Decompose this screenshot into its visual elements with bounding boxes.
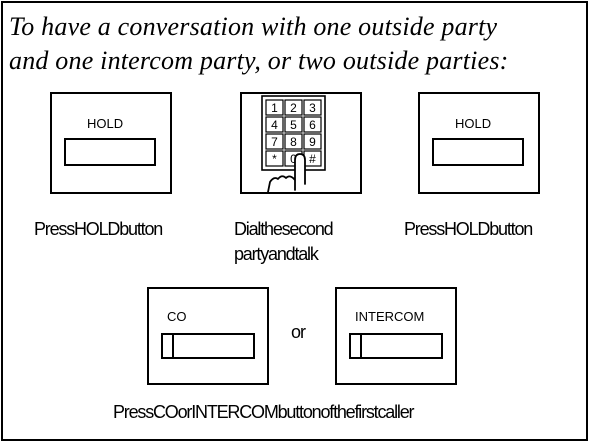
step1-caption: PressHOLDbutton: [34, 219, 163, 239]
keypad-key-star[interactable]: [265, 150, 284, 167]
keypad-key-label: 7: [271, 135, 278, 149]
final-caption: PressCOorINTERCOMbuttonofthefirstcaller: [113, 402, 415, 422]
keypad-key-label: 8: [290, 135, 297, 149]
keypad-key-5[interactable]: [284, 116, 303, 133]
pointing-hand-icon: [267, 153, 306, 192]
keypad-key-label: #: [309, 152, 316, 166]
intercom-lamp: [360, 335, 362, 357]
keypad-key-4[interactable]: [265, 116, 284, 133]
keypad-key-label: 1: [271, 101, 278, 115]
hold-button-right[interactable]: [432, 138, 524, 166]
intercom-button[interactable]: [349, 333, 443, 359]
heading-line-2: and one intercom party, or two outside p…: [9, 46, 509, 75]
or-text: or: [291, 322, 306, 342]
keypad-key-label: *: [272, 152, 277, 166]
co-lamp: [172, 335, 174, 357]
intercom-panel: INTERCOM: [335, 287, 457, 385]
step2-caption-line2: partyandtalk: [234, 244, 319, 264]
hold-panel-right: HOLD: [418, 92, 540, 194]
keypad-key-9[interactable]: [303, 133, 322, 150]
step3-caption: PressHOLDbutton: [404, 219, 533, 239]
keypad-key-8[interactable]: [284, 133, 303, 150]
keypad-key-6[interactable]: [303, 116, 322, 133]
co-button[interactable]: [161, 333, 255, 359]
keypad-key-label: 5: [290, 118, 297, 132]
keypad-key-1[interactable]: [265, 99, 284, 116]
co-panel: CO: [147, 287, 269, 385]
keypad-key-label: 2: [290, 101, 297, 115]
keypad-key-7[interactable]: [265, 133, 284, 150]
hold-button-left[interactable]: [64, 138, 156, 166]
hold-label-left: HOLD: [87, 116, 124, 131]
keypad-key-label: 9: [309, 135, 316, 149]
keypad-key-label: 4: [271, 118, 278, 132]
keypad-key-label: 6: [309, 118, 316, 132]
heading-line-1: To have a conversation with one outside …: [9, 12, 498, 41]
keypad-key-2[interactable]: [284, 99, 303, 116]
keypad-key-label: 3: [309, 101, 316, 115]
keypad-key-label: 0: [290, 152, 297, 166]
hold-panel-left: HOLD: [50, 92, 172, 194]
co-label: CO: [167, 309, 187, 324]
intercom-label: INTERCOM: [355, 309, 425, 324]
keypad-key-3[interactable]: [303, 99, 322, 116]
step2-caption-line1: Dialthesecond: [234, 219, 334, 239]
hold-label-right: HOLD: [455, 116, 492, 131]
